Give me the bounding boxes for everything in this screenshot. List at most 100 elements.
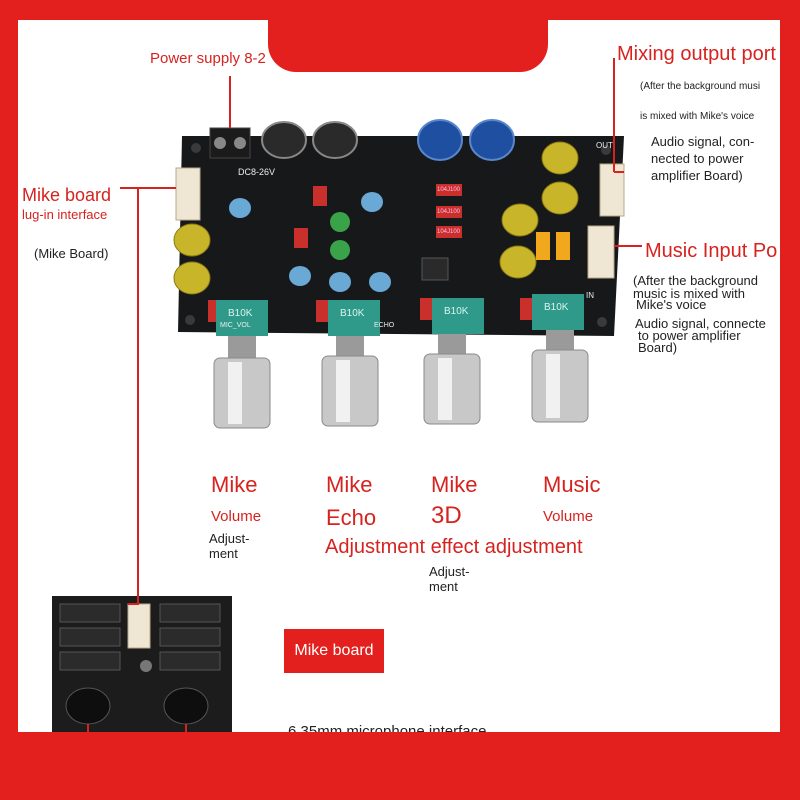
jack-slot-icon [59,627,121,647]
knob-row-caption: Adjustment effect adjustment [325,536,583,558]
mike-board-interface-label: Mike board [22,185,112,205]
knob3-sub: 3D [431,502,462,529]
knob2-title: Mike [326,472,373,497]
mounting-hole-icon [185,315,195,325]
capacitor-icon [330,212,350,232]
capacitor-icon [229,198,251,218]
jack-slot-icon [59,603,121,623]
resistor-icon [316,300,328,322]
pot-label: B10K [444,306,469,317]
silk-in: IN [586,291,594,300]
pot-label: B10K [228,308,253,319]
music-input-note: music is mixed with [633,286,745,301]
jack-slot-icon [159,651,221,671]
mixing-output-note: is mixed with Mike's voice [640,111,755,122]
mike-board-interface-sub: lug-in interface [22,207,108,222]
film-cap-icon [436,184,462,196]
silk-out: OUT [596,141,613,150]
mounting-hole-icon [601,145,611,155]
potentiometer-icon [532,294,584,330]
mike-board-paren: (Mike Board) [34,246,109,261]
music-input-note: to power amplifier [638,328,741,343]
ic-chip-icon [421,257,449,281]
knob1-sub: Volume [211,508,262,525]
jack-slot-icon [59,651,121,671]
capacitor-icon [417,119,463,161]
potentiometer-icon [216,300,268,336]
capacitor-icon [330,240,350,260]
screw-icon [234,137,246,149]
pot-label: B10K [544,302,569,313]
capacitor-icon [369,272,391,292]
film-cap-icon [436,206,462,218]
silk-cap-code: 104J100 [437,187,461,193]
capacitor-icon [289,266,311,286]
pcb-board [178,136,624,336]
film-cap-icon [536,232,550,260]
silk-cap-code: 104J100 [437,209,461,215]
music-input-connector [587,225,615,279]
knob-mike-3d[interactable] [423,334,481,425]
capacitor-icon [541,181,579,215]
music-input-note: Audio signal, connecte [635,316,766,331]
pot-label: B10K [340,308,365,319]
capacitor-icon [469,119,515,161]
music-input-note: Board) [638,340,678,355]
capacitor-icon [541,141,579,175]
capacitor-icon [499,245,537,279]
mixing-output-connector [599,163,625,217]
mixing-output-note: amplifier Board) [651,168,743,183]
mounting-hole-icon [597,317,607,327]
capacitor-icon [261,121,307,159]
mounting-hole-icon [140,660,152,672]
music-input-label: Music Input Po [645,240,778,262]
silk-voltage: DC8-26V [238,167,276,177]
jack-slot-icon [159,603,221,623]
resistor-icon [520,298,532,320]
jack-board-connector [127,603,151,649]
mounting-hole-icon [191,143,201,153]
silk-echo: ECHO [374,322,395,329]
knob-music-volume[interactable] [531,330,589,423]
frame-left [0,0,18,800]
capacitor-icon [173,261,211,295]
mixing-output-note: nected to power [651,151,744,166]
jack-socket-icon [163,687,209,725]
capacitor-icon [329,272,351,292]
knob-mike-volume[interactable] [213,336,271,429]
frame-bottom [0,732,800,800]
film-cap-icon [556,232,570,260]
capacitor-icon [501,203,539,237]
film-cap-icon [436,226,462,238]
potentiometer-icon [328,300,380,336]
capacitor-icon [312,121,358,159]
jack-socket-icon [65,687,111,725]
capacitor-icon [361,192,383,212]
music-input-note: (After the background [633,273,759,288]
knob3-note: ment [429,579,458,594]
jack-slot-icon [159,627,221,647]
resistor-icon [420,298,432,320]
potentiometer-icon [432,298,484,334]
screw-icon [214,137,226,149]
silk-mic-vol: MIC_VOL [220,322,251,329]
mike-board-connector [175,167,201,221]
mike-board-badge: Mike board [284,629,384,673]
knob1-note: ment [209,546,238,561]
frame-tab [268,0,548,72]
mixing-output-label: Mixing output port [617,43,776,65]
knob4-title: Music [543,472,601,497]
knob1-note: Adjust- [209,531,250,546]
knob4-sub: Volume [543,508,594,525]
resistor-icon [294,228,308,248]
knob3-title: Mike [431,472,478,497]
capacitor-icon [173,223,211,257]
knob-mike-echo[interactable] [321,336,379,427]
knob3-note: Adjust- [429,564,470,579]
power-supply-label: Power supply 8-2 [150,50,266,67]
frame-right [780,0,800,800]
mixing-output-note: Audio signal, con- [651,134,755,149]
resistor-icon [313,186,327,206]
